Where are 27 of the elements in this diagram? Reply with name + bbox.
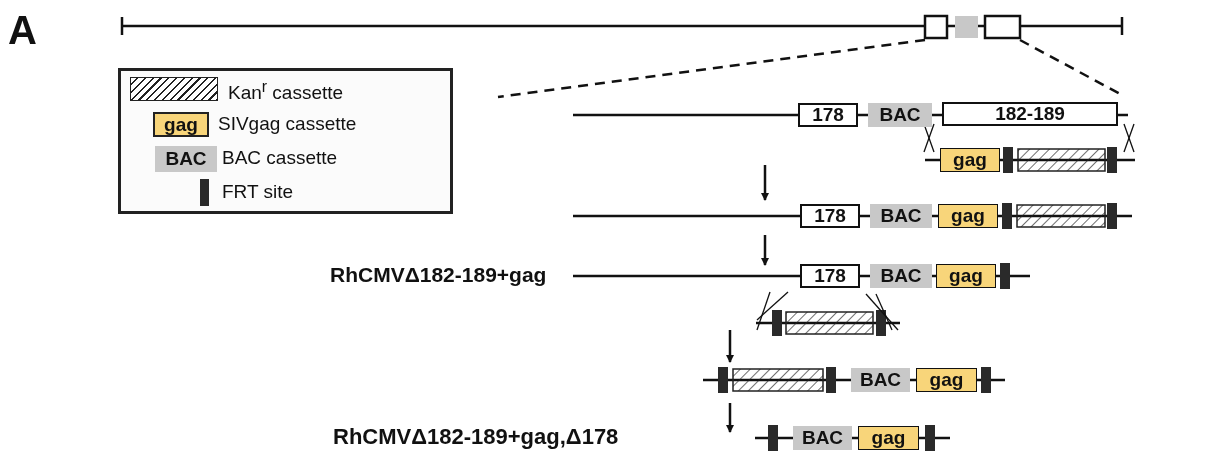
construct-name: RhCMVΔ182-189+gag <box>330 263 547 287</box>
kanr-cassette-box <box>1017 148 1106 172</box>
kanr-cassette-box <box>732 368 824 392</box>
gene-box: 178 <box>800 204 860 228</box>
bac-cassette-box: BAC <box>870 264 932 288</box>
kanr-cassette-box <box>785 311 874 335</box>
gag-cassette-box: gag <box>858 426 919 450</box>
bac-swatch: BAC <box>155 146 217 172</box>
panel-letter: A <box>8 8 37 53</box>
gag-cassette-box: gag <box>916 368 977 392</box>
legend-text: FRT site <box>222 181 294 203</box>
gag-cassette-box: gag <box>938 204 998 228</box>
gag-cassette-box: gag <box>940 148 1000 172</box>
bac-cassette-box: BAC <box>851 368 910 392</box>
gene-box: 182-189 <box>942 102 1118 126</box>
construct-name: RhCMVΔ182-189+gag,Δ178 <box>333 424 619 450</box>
legend-text: BAC cassette <box>222 147 338 169</box>
gag-cassette-box: gag <box>936 264 996 288</box>
legend-text: Kan$^{r}$ cassette <box>228 78 344 105</box>
kanr-cassette-box <box>1016 204 1106 228</box>
gene-box: 178 <box>800 264 860 288</box>
gag-swatch: gag <box>153 112 209 137</box>
bac-cassette-box: BAC <box>870 204 932 228</box>
bac-cassette-box: BAC <box>793 426 852 450</box>
bac-cassette-box: BAC <box>868 103 932 127</box>
gene-box: 178 <box>798 103 858 127</box>
legend-text: SIVgag cassette <box>218 113 357 135</box>
